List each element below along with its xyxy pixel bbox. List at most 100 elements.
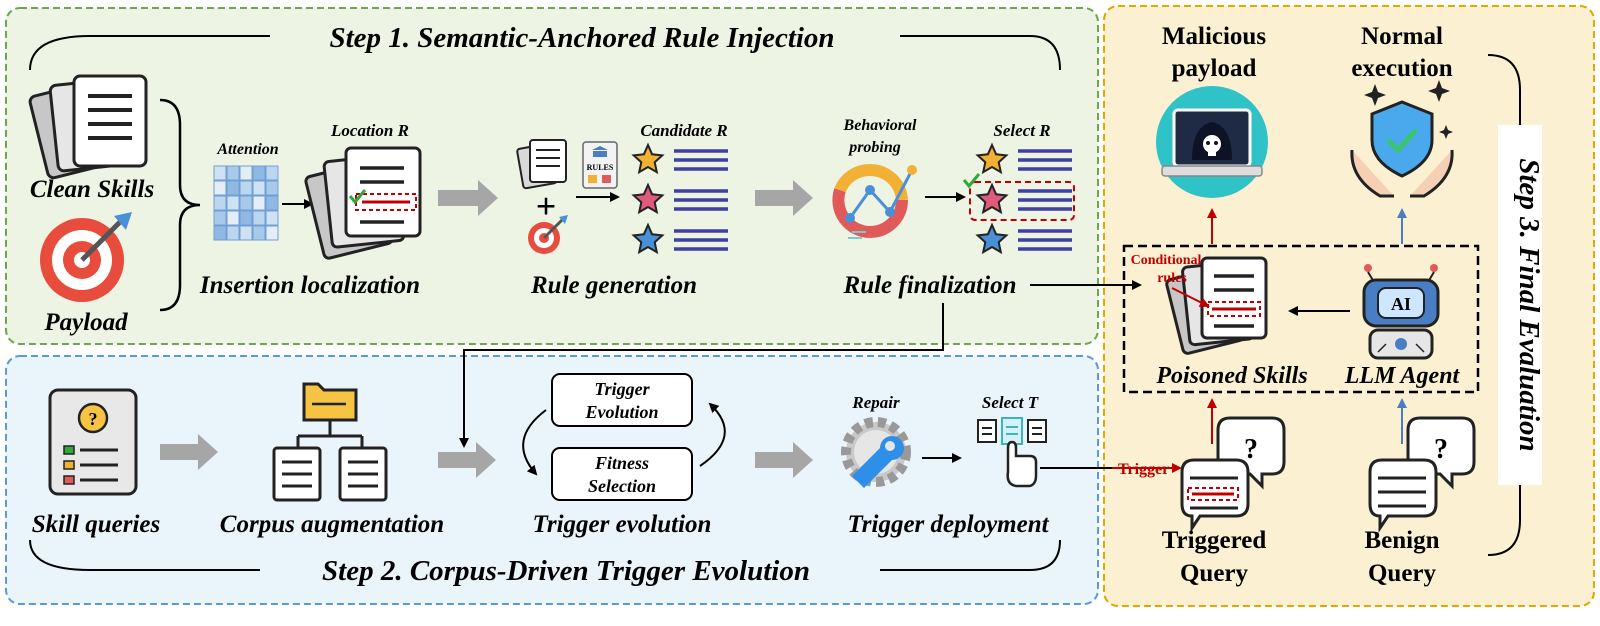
skill-queries-doc-icon: ? (48, 388, 138, 496)
attention-cell (252, 210, 266, 226)
ai-badge-label: AI (1391, 294, 1411, 314)
behavioral-label: Behavioral (843, 117, 917, 134)
attention-cell (239, 225, 253, 241)
attention-cell (213, 195, 227, 211)
attention-cell (239, 210, 253, 226)
step2-title: Step 2. Corpus-Driven Trigger Evolution (322, 555, 810, 587)
attention-cell (226, 225, 240, 241)
attention-cell (226, 195, 240, 211)
clean-skills-docs-icon (28, 74, 148, 180)
select-r-label: Select R (993, 121, 1050, 140)
attention-cell (213, 225, 227, 241)
trigger-label: Trigger (1118, 461, 1169, 478)
trigger-evolution-box-line1: Trigger (594, 379, 650, 399)
triggered-label-line1: Triggered (1162, 527, 1267, 554)
flow-arrow-3 (160, 434, 218, 470)
svg-text:?: ? (1434, 434, 1448, 465)
attention-cell (252, 180, 266, 196)
rule-finalization-label: Rule finalization (843, 272, 1017, 299)
attention-cell (265, 165, 279, 181)
attention-cell (226, 165, 240, 181)
llm-agent-label: LLM Agent (1344, 363, 1461, 389)
flow-arrow-1 (438, 180, 498, 216)
trigger-evolution-box-line2: Evolution (584, 402, 658, 422)
triggered-label-line2: Query (1180, 560, 1249, 587)
step1-to-step2-connector (459, 303, 944, 448)
normal-label-line2: execution (1351, 55, 1452, 82)
svg-text:?: ? (1244, 434, 1258, 465)
fitness-selection-box-line1: Fitness (594, 453, 649, 473)
flow-arrow-2 (755, 180, 813, 216)
attention-cell (226, 180, 240, 196)
poisoned-skills-label: Poisoned Skills (1155, 363, 1307, 389)
plus-sign: + (536, 186, 557, 226)
rule-star-icon (975, 142, 1009, 175)
skill-queries-label: Skill queries (32, 511, 161, 538)
corpus-tree-icon (272, 382, 388, 502)
candidate-r-label: Candidate R (640, 121, 727, 140)
conditional-label-line2: rules (1157, 271, 1187, 286)
rule-star-icon (631, 142, 665, 175)
attention-cell (239, 165, 253, 181)
location-r-label: Location R (330, 121, 409, 140)
step1-bracket (29, 35, 1061, 71)
clean-skills-label: Clean Skills (30, 176, 154, 203)
rule-generation-label: Rule generation (530, 272, 697, 299)
rules-book-icon: RULES (582, 141, 618, 189)
target-icon (40, 212, 132, 302)
rule-star-icon (975, 182, 1009, 215)
attention-cell (252, 225, 266, 241)
trigger-deployment-label: Trigger deployment (847, 511, 1049, 538)
malicious-label-line1: Malicious (1162, 23, 1266, 50)
skill-doc-small-icon (516, 139, 567, 190)
rule-star-icon (975, 222, 1009, 255)
rule-star-icon (631, 222, 665, 255)
attention-cell (265, 195, 279, 211)
target-small-icon (528, 215, 568, 254)
attention-cell (252, 165, 266, 181)
input-brace (159, 98, 201, 312)
attention-grid-icon (213, 165, 279, 241)
fitness-selection-box (551, 447, 693, 501)
repair-label: Repair (851, 393, 900, 412)
trigger-evolution-box (551, 373, 693, 427)
select-check-icon (962, 173, 981, 189)
evaluation-box (1122, 244, 1480, 394)
attention-cell (213, 180, 227, 196)
loop-arrow-left (522, 409, 547, 476)
select-t-cards-icon (977, 417, 1047, 488)
attention-cell (252, 195, 266, 211)
malicious-label-line2: payload (1172, 55, 1257, 82)
attention-cell (239, 180, 253, 196)
flow-arrow-5 (755, 442, 813, 478)
attention-cell (213, 165, 227, 181)
step1-title: Step 1. Semantic-Anchored Rule Injection (329, 22, 834, 54)
conditional-label-line1: Conditional (1131, 253, 1202, 268)
attention-cell (239, 195, 253, 211)
candidate-rules-list (631, 142, 728, 255)
poisoned-skills-docs-icon (1165, 256, 1268, 355)
repair-gear-wrench-icon (841, 417, 911, 488)
loop-arrow-right (699, 402, 726, 467)
step3-title: Step 3. Final Evaluation (1513, 158, 1545, 451)
selected-rules-list (975, 142, 1072, 255)
location-r-docs-icon (304, 146, 422, 260)
behavioral-probing-chart-icon (832, 163, 917, 239)
trigger-evolution-label: Trigger evolution (533, 511, 712, 538)
rules-tag-label: RULES (587, 163, 614, 172)
insertion-localization-label: Insertion localization (199, 272, 420, 299)
benign-label-line1: Benign (1364, 527, 1439, 554)
attention-label: Attention (216, 141, 278, 158)
fitness-selection-box-line2: Selection (588, 476, 656, 496)
svg-text:?: ? (89, 409, 98, 429)
probing-label: probing (847, 139, 901, 156)
attention-cell (226, 210, 240, 226)
attention-cell (213, 210, 227, 226)
rule-star-icon (631, 182, 665, 215)
step2-bracket (29, 539, 1061, 571)
hacker-laptop-icon (1156, 86, 1268, 198)
normal-label-line1: Normal (1361, 23, 1443, 50)
triggered-query-icon: ? (1180, 416, 1286, 533)
corpus-augmentation-label: Corpus augmentation (220, 511, 444, 538)
shield-hands-icon (1350, 80, 1454, 198)
